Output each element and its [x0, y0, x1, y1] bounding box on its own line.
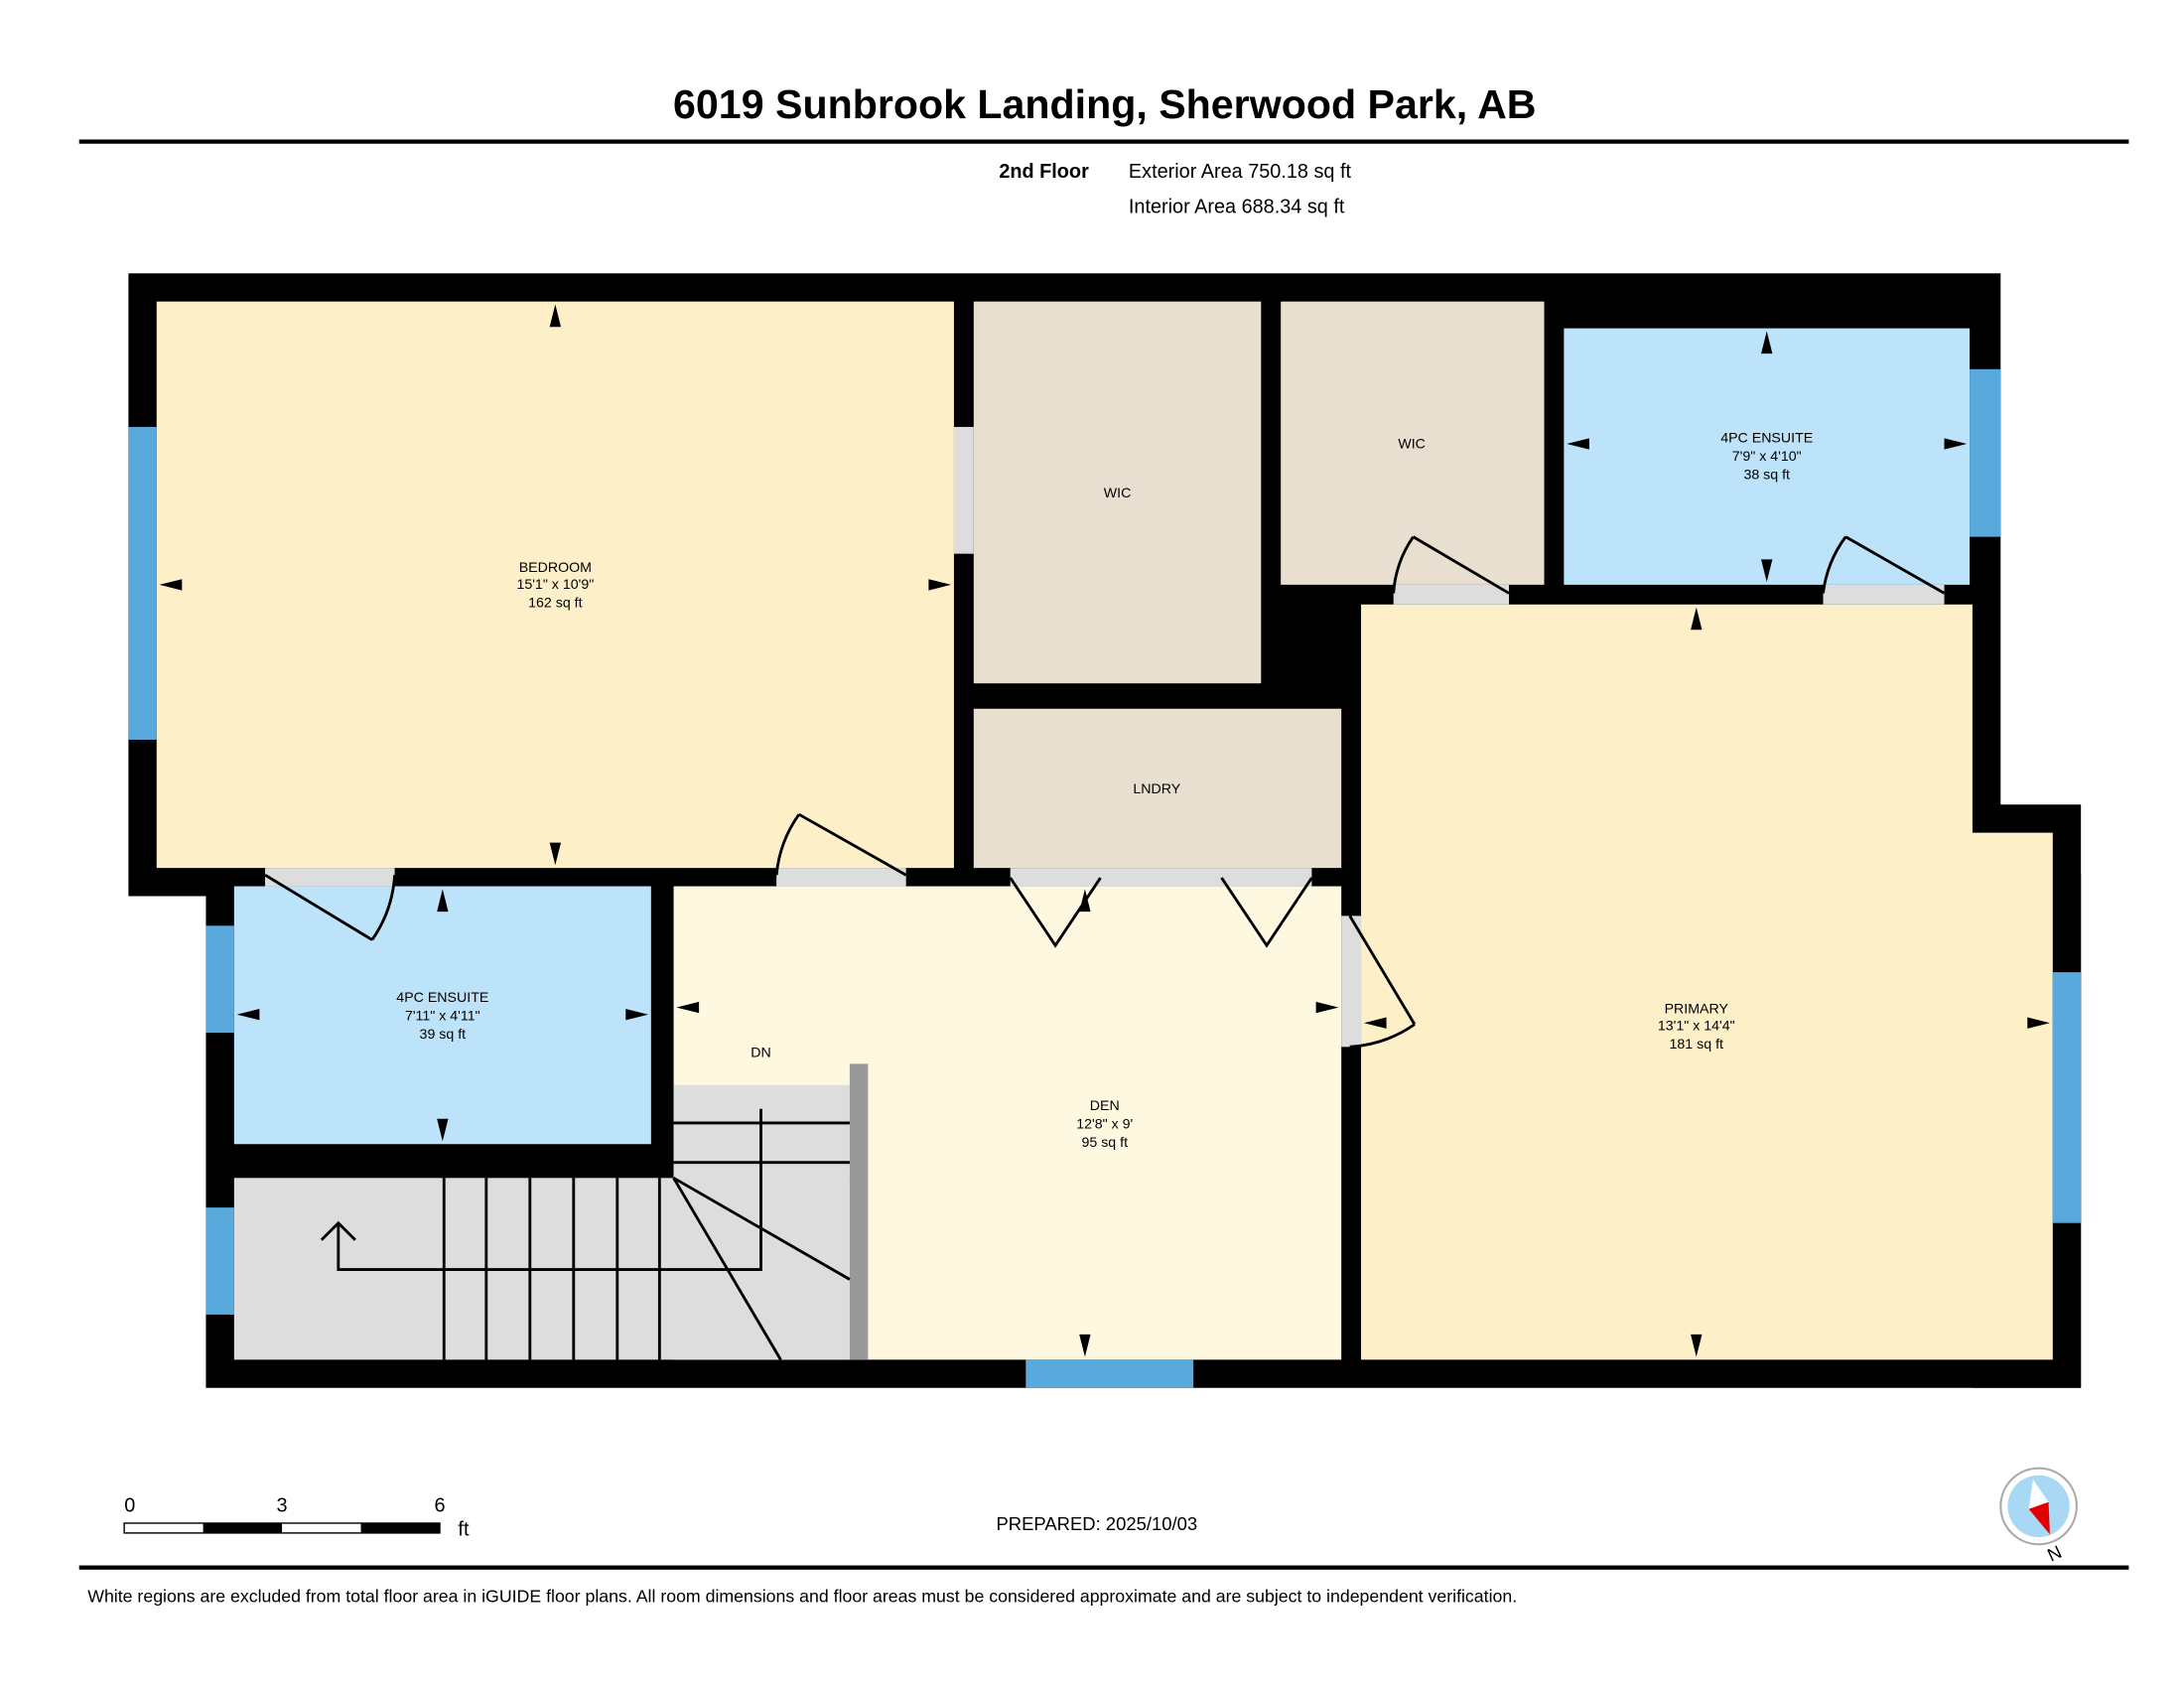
door-openings	[265, 426, 1945, 1048]
page-title: 6019 Sunbrook Landing, Sherwood Park, AB	[673, 81, 1536, 127]
laundry-room	[973, 708, 1342, 869]
bedroom-area: 162 sq ft	[528, 596, 582, 612]
scale-tick-6: 6	[434, 1495, 445, 1517]
laundry-name: LNDRY	[1133, 781, 1180, 797]
primary-area: 181 sq ft	[1670, 1037, 1723, 1053]
window	[128, 426, 157, 740]
primary-name: PRIMARY	[1665, 1001, 1729, 1017]
header-divider	[78, 139, 2129, 144]
window	[2052, 972, 2082, 1223]
scale-unit: ft	[458, 1519, 470, 1541]
footer-divider	[78, 1565, 2129, 1570]
bedroom-dims: 15'1" x 10'9"	[516, 577, 594, 593]
windows	[128, 368, 2082, 1388]
ensuite-bottom-dims: 7'11" x 4'11"	[405, 1008, 480, 1024]
wic-1-name: WIC	[1104, 486, 1132, 501]
rooms	[156, 301, 2053, 1360]
window	[1970, 368, 2001, 537]
den-dims: 12'8" x 9'	[1076, 1117, 1133, 1133]
footnote: White regions are excluded from total fl…	[87, 1586, 1517, 1606]
scale-tick-0: 0	[124, 1495, 135, 1517]
room-labels: BEDROOM 15'1" x 10'9" 162 sq ft WIC WIC …	[396, 431, 1813, 1152]
ensuite-bottom-room	[233, 886, 651, 1145]
bedroom-room	[156, 301, 954, 869]
window	[1025, 1359, 1194, 1388]
compass-north-label: N	[2044, 1541, 2065, 1566]
den-area: 95 sq ft	[1081, 1135, 1128, 1151]
ensuite-top-area: 38 sq ft	[1743, 467, 1790, 483]
stair-treads	[320, 1108, 851, 1361]
bedroom-name: BEDROOM	[519, 560, 592, 576]
window	[205, 925, 234, 1034]
window	[205, 1207, 234, 1315]
dimension-arrows	[159, 304, 2050, 1357]
ensuite-top-name: 4PC ENSUITE	[1720, 431, 1813, 447]
ensuite-top-room	[1564, 328, 1971, 585]
floor-name: 2nd Floor	[999, 161, 1089, 183]
ensuite-bottom-name: 4PC ENSUITE	[396, 990, 488, 1006]
ensuite-bottom-area: 39 sq ft	[420, 1027, 467, 1043]
primary-room	[1361, 604, 2053, 1360]
stair-rail	[849, 1063, 869, 1360]
wic-2-name: WIC	[1398, 436, 1426, 452]
den-name: DEN	[1090, 1098, 1120, 1114]
interior-area: Interior Area 688.34 sq ft	[1129, 196, 1345, 217]
wic-room-1	[973, 301, 1262, 684]
ensuite-top-dims: 7'9" x 4'10"	[1732, 449, 1802, 465]
primary-dims: 13'1" x 14'4"	[1658, 1018, 1735, 1034]
stairs-label: DN	[751, 1045, 771, 1060]
scale-tick-3: 3	[277, 1495, 288, 1517]
scale-bar: 0 3 6 ft	[123, 1495, 470, 1541]
compass-icon: N	[1999, 1467, 2078, 1566]
prepared-date: PREPARED: 2025/10/03	[997, 1513, 1198, 1534]
exterior-area: Exterior Area 750.18 sq ft	[1129, 161, 1352, 183]
